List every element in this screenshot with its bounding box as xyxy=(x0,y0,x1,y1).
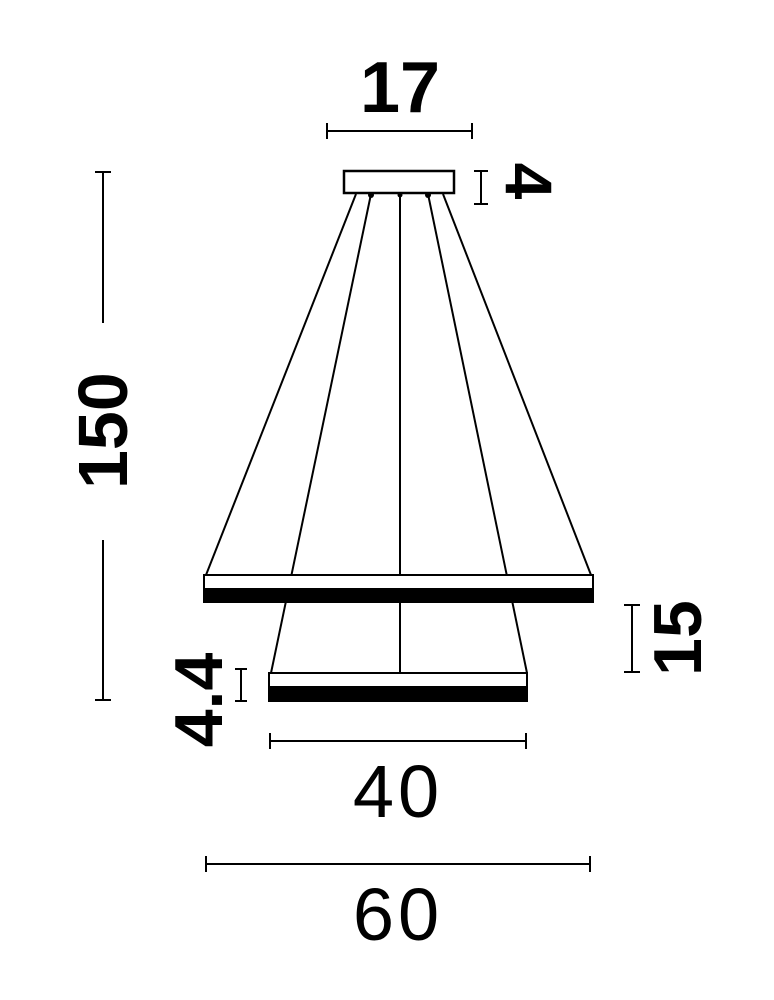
ceiling-canopy xyxy=(342,169,456,195)
large-ring xyxy=(203,574,594,603)
ring-thickness-dimension-line xyxy=(235,668,247,702)
ring-spacing-dimension-line xyxy=(624,604,640,673)
small-ring-width-dimension-line xyxy=(269,733,527,749)
canopy-height-dimension-line xyxy=(474,170,488,205)
total-height-dimension-line xyxy=(95,171,111,701)
canopy-width-dimension-line xyxy=(326,123,473,139)
canopy-width-label: 17 xyxy=(359,48,441,128)
small-ring-width-label: 40 xyxy=(352,750,444,833)
total-height-label: 150 xyxy=(64,372,142,489)
ring-thickness-label: 4.4 xyxy=(161,652,237,748)
large-ring-width-label: 60 xyxy=(352,873,444,956)
large-ring-width-dimension-line xyxy=(205,856,591,872)
small-ring xyxy=(268,672,528,702)
canopy-height-label: 4 xyxy=(492,162,566,200)
ring-spacing-label: 15 xyxy=(640,600,716,676)
